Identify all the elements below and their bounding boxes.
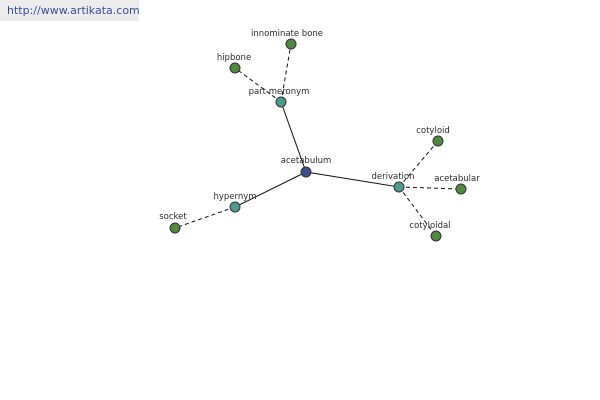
- label-relation-derivation: derivation: [371, 172, 414, 182]
- label-word-socket: socket: [159, 212, 187, 222]
- node-center[interactable]: [300, 166, 312, 178]
- edge-partmeronym-innominate: [280, 43, 292, 103]
- edge-partmeronym-hipbone: [234, 67, 282, 103]
- node-word-acetabular[interactable]: [455, 183, 467, 195]
- node-word-cotyloid[interactable]: [432, 135, 444, 147]
- node-relation-hypernym[interactable]: [229, 201, 241, 213]
- label-word-cotyloid: cotyloid: [416, 126, 450, 136]
- label-word-acetabular: acetabular: [434, 174, 480, 184]
- node-word-socket[interactable]: [169, 222, 181, 234]
- edge-derivation-cotyloid: [398, 140, 439, 188]
- source-url-link[interactable]: http://www.artikata.com: [0, 0, 140, 21]
- label-center: acetabulum: [281, 156, 331, 166]
- label-word-cotyloidal: cotyloidal: [409, 221, 450, 231]
- edge-center-hypernym: [234, 171, 307, 208]
- node-word-hipbone[interactable]: [229, 62, 241, 74]
- node-relation-partmeronym[interactable]: [275, 96, 287, 108]
- edge-derivation-cotyloidal: [398, 186, 437, 237]
- node-relation-derivation[interactable]: [393, 181, 405, 193]
- edge-center-partmeronym: [280, 101, 307, 173]
- label-relation-hypernym: hypernym: [213, 192, 256, 202]
- edge-center-derivation: [305, 171, 400, 188]
- label-relation-partmeronym: part meronym: [249, 87, 310, 97]
- label-word-hipbone: hipbone: [217, 53, 251, 63]
- node-word-cotyloidal[interactable]: [430, 230, 442, 242]
- label-word-innominate: innominate bone: [251, 29, 323, 39]
- edge-hypernym-socket: [174, 206, 236, 229]
- edge-derivation-acetabular: [398, 186, 462, 190]
- node-word-innominate[interactable]: [285, 38, 297, 50]
